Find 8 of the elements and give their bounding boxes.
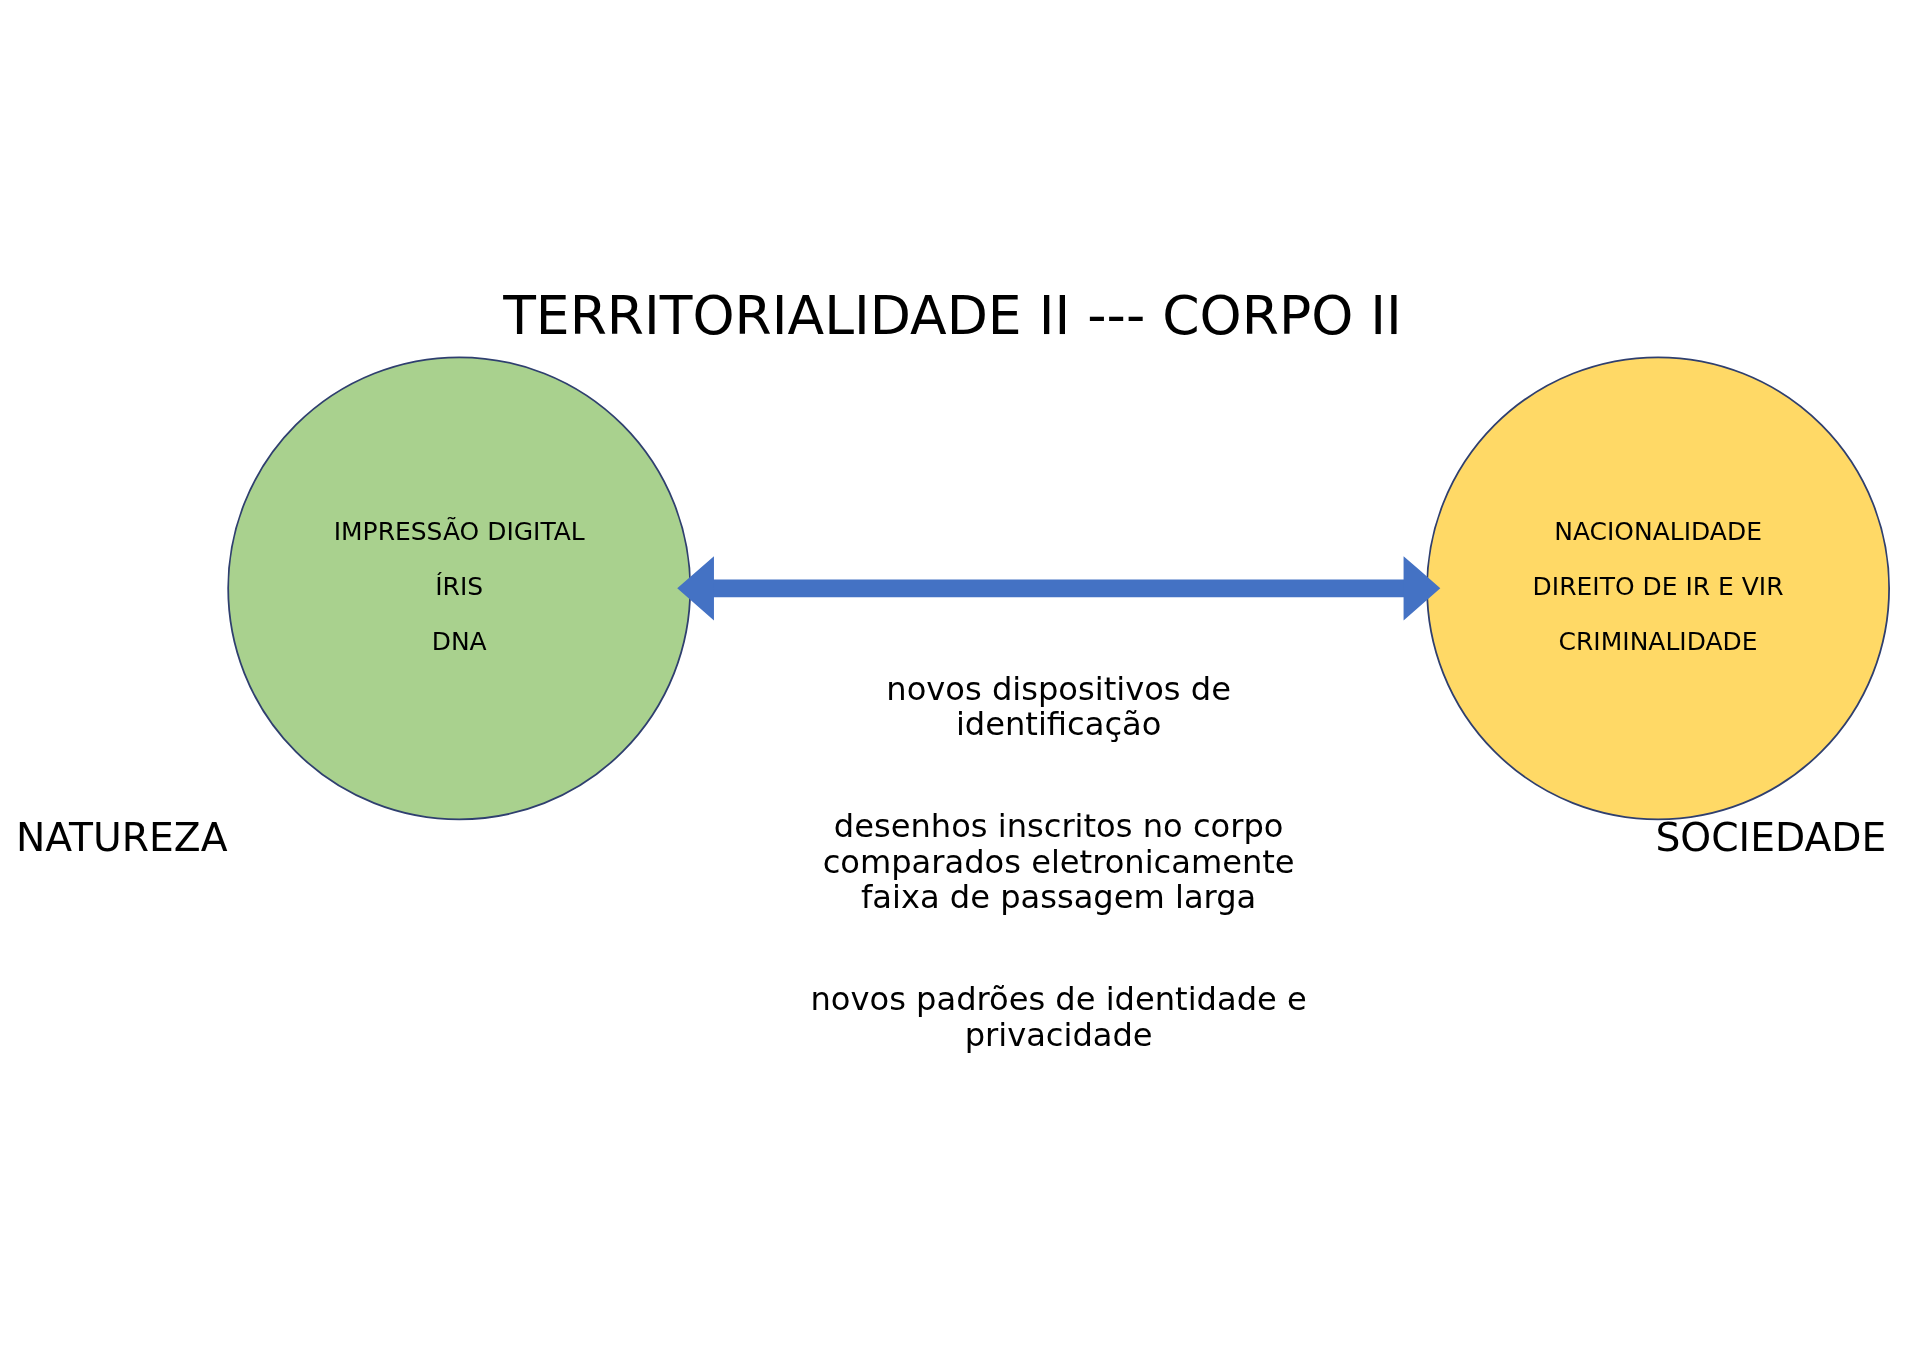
diagram-title: TERRITORIALIDADE II --- CORPO II bbox=[503, 283, 1402, 347]
label: novos dispositivos de identificação bbox=[886, 669, 1231, 743]
label: novos padrões de identidade e privacidade bbox=[810, 979, 1307, 1054]
label: desenhos inscritos no corpo comparados eletronicamente faixa de passagem larga bbox=[822, 806, 1295, 916]
node-label: NATUREZA bbox=[15, 814, 228, 860]
arrow bbox=[677, 555, 1441, 620]
node-circle: IMPRESSÃO DIGITAL ÍRIS DNA bbox=[227, 355, 692, 820]
node-circle: NACIONALIDADE DIREITO DE IR E VIR CRIMINALIDADE bbox=[1426, 355, 1890, 820]
